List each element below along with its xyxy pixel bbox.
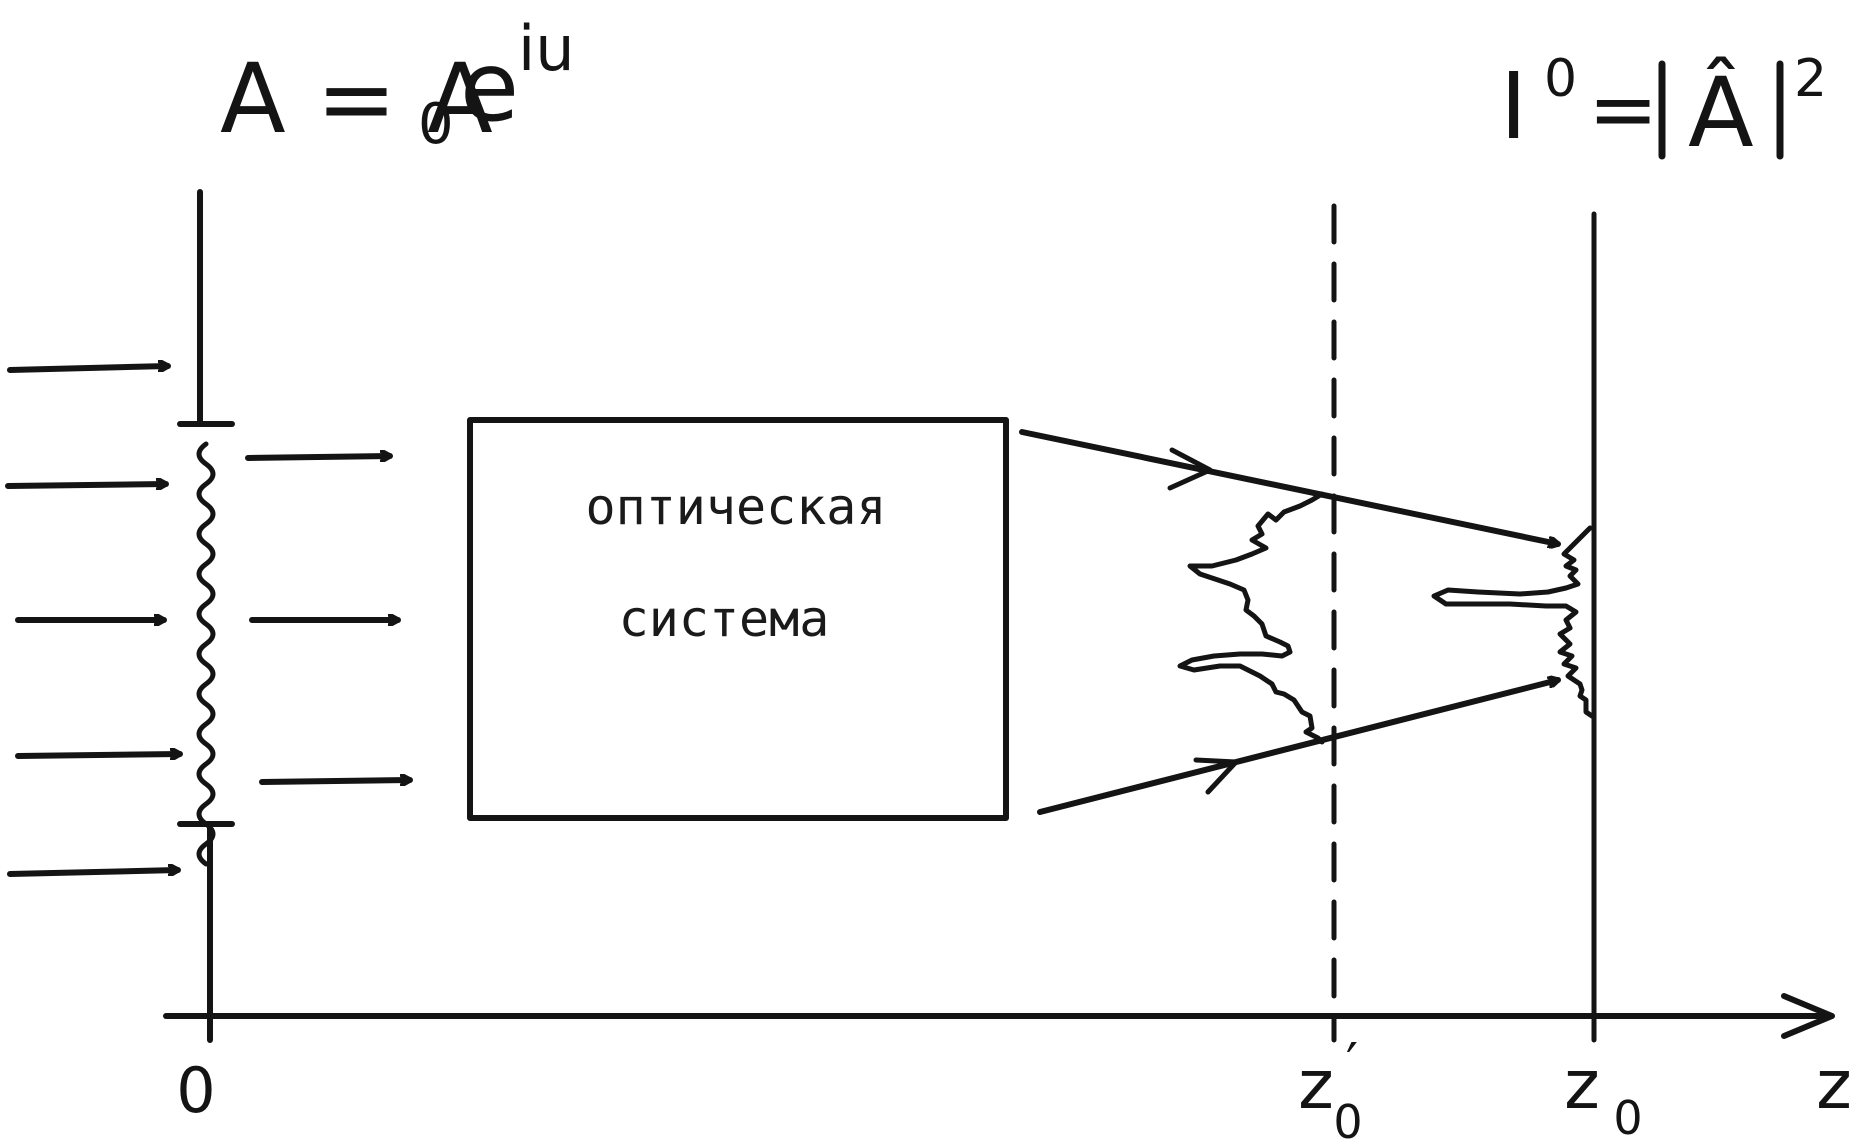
formula-left-e: e: [460, 31, 519, 143]
axis-label-z0-sub: 0: [1613, 1091, 1642, 1144]
axis-label-origin: 0: [176, 1054, 215, 1127]
output-ray-lower: [1037, 680, 1558, 815]
axis-label-z0-prime-mark: ′: [1346, 1032, 1358, 1095]
optical-system-box: [467, 417, 1009, 821]
formula-right-a-hat: Â: [1688, 56, 1754, 169]
axis-label-z0: z: [1564, 1046, 1600, 1125]
formula-right-eq: =: [1588, 60, 1658, 158]
optical-system-label-line1: оптическая: [585, 478, 886, 536]
incident-arrow: [7, 366, 171, 373]
formula-left-sub: 0: [418, 92, 454, 157]
output-ray-upper-mid-arrow: [1167, 447, 1213, 491]
transmitted-arrows: [245, 456, 413, 782]
formula-left-sup: iu: [518, 12, 575, 85]
output-ray-lower-mid-arrow: [1193, 757, 1239, 795]
formula-left-base: A = A: [220, 43, 493, 155]
transmitted-arrow: [259, 780, 413, 782]
incident-arrows: [5, 366, 183, 877]
output-ray-upper: [1019, 429, 1558, 544]
intensity-profile-intermediate: [1177, 491, 1325, 745]
axis-label-z0-prime-sub: 0: [1333, 1095, 1362, 1144]
formula-right: I 0 = Â 2: [1500, 49, 1827, 169]
z-axis-arrow: [1781, 993, 1835, 1039]
phase-object-wavy-line: [196, 441, 216, 867]
axis-label-z: z: [1816, 1046, 1852, 1125]
axis-label-z0-prime: z: [1298, 1046, 1334, 1125]
incident-arrow: [5, 484, 169, 486]
formula-left: A = A 0 e iu: [220, 12, 575, 157]
intensity-profile-observation: [1431, 525, 1595, 719]
formula-right-base: I: [1500, 53, 1527, 160]
formula-right-sup0: 0: [1544, 49, 1577, 109]
optical-system-label-line2: система: [619, 590, 830, 648]
incident-arrow: [15, 754, 183, 756]
formula-right-sup2: 2: [1794, 49, 1827, 109]
transmitted-arrow: [245, 456, 393, 458]
incident-arrow: [7, 870, 181, 877]
